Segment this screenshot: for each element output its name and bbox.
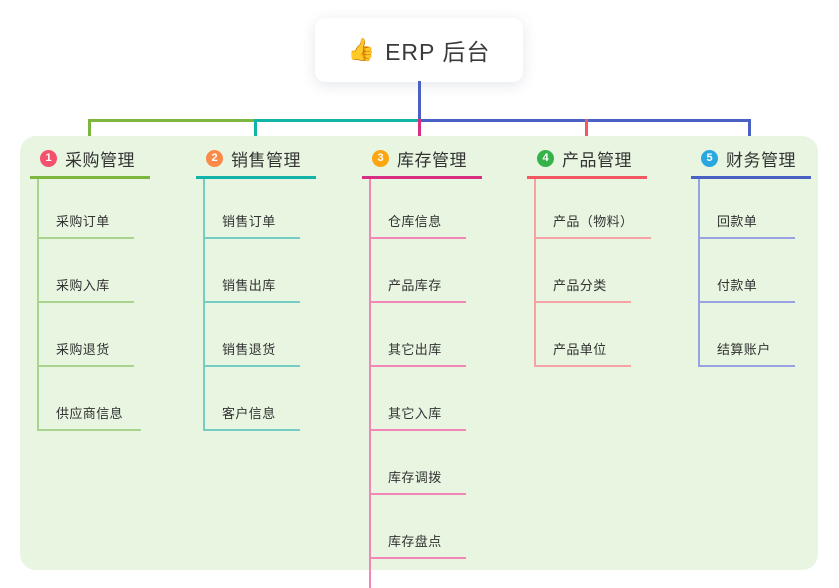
branch-hline-sales [254, 119, 420, 122]
tree-node[interactable]: 客户信息 [203, 367, 300, 431]
category-item-list: 采购订单 采购入库 采购退货 供应商信息 [37, 179, 150, 431]
category-item-list: 销售订单 销售出库 销售退货 客户信息 [203, 179, 316, 431]
category-label: 产品管理 [562, 150, 632, 170]
tree-node[interactable]: 库存调拨 [369, 431, 466, 495]
category-label: 库存管理 [397, 150, 467, 170]
category-number-badge: 3 [372, 149, 389, 167]
category-purchase: 1 采购管理 采购订单 采购入库 采购退货 供应商信息 [30, 146, 150, 431]
branch-stub-product [585, 119, 588, 146]
branch-hline-purchase [88, 119, 254, 122]
tree-node[interactable]: 仓库信息 [369, 179, 466, 239]
tree-node[interactable]: 产品分类 [534, 239, 631, 303]
tree-node[interactable]: 产品（物料） [534, 179, 652, 239]
category-number-badge: 4 [537, 149, 554, 167]
branch-stub-finance [748, 119, 751, 146]
mindmap-background-panel [20, 136, 818, 570]
tree-node[interactable]: 付款单 [698, 239, 795, 303]
category-number-badge: 1 [40, 149, 57, 167]
tree-node[interactable]: 其它入库 [369, 367, 466, 431]
category-label: 财务管理 [726, 150, 796, 170]
tree-node[interactable]: 销售订单 [203, 179, 300, 239]
tree-node[interactable]: 销售出库 [203, 239, 300, 303]
category-header-purchase[interactable]: 1 采购管理 [30, 146, 150, 179]
thumbs-up-icon: 👍 [347, 37, 376, 62]
tree-node[interactable]: 结算账户 [698, 303, 795, 367]
root-node-erp[interactable]: 👍 ERP 后台 [315, 18, 523, 82]
tree-node[interactable]: 产品单位 [534, 303, 631, 367]
tree-node[interactable]: 供应商信息 [37, 367, 142, 431]
tree-node[interactable]: 库存盘点 [369, 495, 466, 559]
category-sales: 2 销售管理 销售订单 销售出库 销售退货 客户信息 [196, 146, 316, 431]
tree-node[interactable]: 出库库明细 [369, 559, 473, 588]
tree-node[interactable]: 销售退货 [203, 303, 300, 367]
tree-node[interactable]: 采购入库 [37, 239, 134, 303]
tree-node[interactable]: 采购订单 [37, 179, 134, 239]
tree-node[interactable]: 产品库存 [369, 239, 466, 303]
category-number-badge: 2 [206, 149, 223, 167]
root-stem-line [418, 81, 421, 121]
category-number-badge: 5 [701, 149, 718, 167]
category-inventory: 3 库存管理 仓库信息 产品库存 其它出库 其它入库 库存调拨 库存盘点 出库库… [362, 146, 482, 588]
tree-node[interactable]: 采购退货 [37, 303, 134, 367]
category-header-sales[interactable]: 2 销售管理 [196, 146, 316, 179]
category-product: 4 产品管理 产品（物料） 产品分类 产品单位 [527, 146, 652, 367]
category-label: 销售管理 [231, 150, 301, 170]
tree-node[interactable]: 其它出库 [369, 303, 466, 367]
branch-stub-inventory [418, 119, 421, 146]
category-item-list: 仓库信息 产品库存 其它出库 其它入库 库存调拨 库存盘点 出库库明细 [369, 179, 482, 588]
category-header-product[interactable]: 4 产品管理 [527, 146, 647, 179]
category-item-list: 回款单 付款单 结算账户 [698, 179, 811, 367]
category-finance: 5 财务管理 回款单 付款单 结算账户 [691, 146, 811, 367]
category-header-finance[interactable]: 5 财务管理 [691, 146, 811, 179]
branch-stub-purchase [88, 119, 91, 146]
branch-stub-sales [254, 119, 257, 146]
category-item-list: 产品（物料） 产品分类 产品单位 [534, 179, 652, 367]
category-header-inventory[interactable]: 3 库存管理 [362, 146, 482, 179]
category-label: 采购管理 [65, 150, 135, 170]
tree-node[interactable]: 回款单 [698, 179, 795, 239]
root-node-label: ERP 后台 [385, 39, 491, 65]
